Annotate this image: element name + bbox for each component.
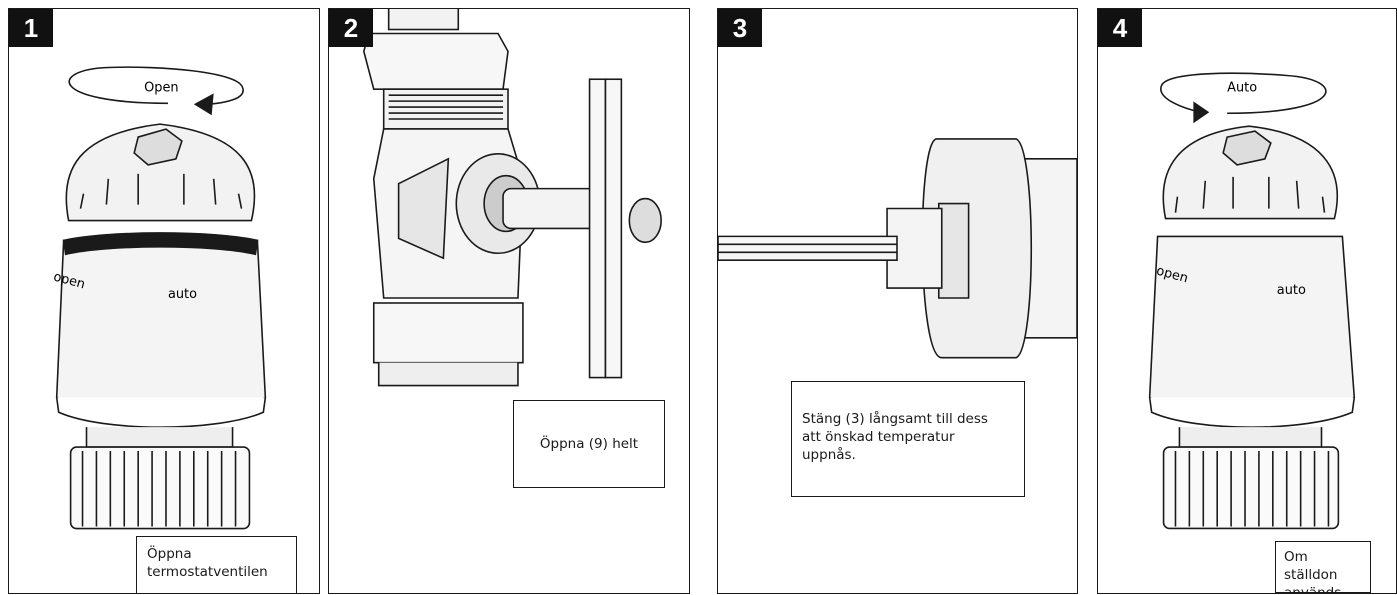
caption-line: Stäng (3) långsamt till dess [802,411,988,427]
rotation-arrow [1160,72,1327,115]
step-panel-4: 4 Auto open auto Om ställdon används [1097,8,1397,594]
arrowhead-icon [193,93,214,116]
arrow-label-auto: Auto [1227,80,1257,95]
valve-with-key-illustration [362,9,662,387]
thermostat-head-auto-illustration: Auto open auto [1148,72,1356,530]
caption-line: Öppna (9) helt [539,436,639,452]
caption-box: Stäng (3) långsamt till dess att önskad … [791,381,1025,497]
caption-line: Öppna [147,546,192,562]
step-number-badge: 2 [329,9,373,47]
dial-label-auto: auto [168,287,197,302]
step-panel-3: 3 Stäng (3) långsamt till dess att önska… [717,8,1078,594]
caption-line: uppnås. [802,447,856,463]
arrow-label-open: Open [144,80,178,95]
step-panel-2: 2 Öppna (9) helt [328,8,690,594]
caption-box: Om ställdon används [1275,541,1371,593]
arrowhead-icon [1193,101,1210,124]
caption-box: Öppna termostatventilen [136,536,297,593]
caption-line: används [1284,585,1342,594]
caption-line: termostatventilen [147,564,268,580]
caption-box: Öppna (9) helt [513,400,665,488]
step-number-badge: 1 [9,9,53,47]
caption-line: att önskad temperatur [802,429,955,445]
caption-line: Om ställdon [1284,549,1338,583]
step-number-badge: 4 [1098,9,1142,47]
thermostat-head-open-illustration: Open open auto [52,66,267,530]
rotation-arrow [68,66,244,106]
step-panel-1: 1 Open open auto Öppna termostatventilen [8,8,320,594]
dial-label-auto: auto [1277,283,1306,298]
screwdriver-adjust-illustration [718,138,1077,359]
step-number-badge: 3 [718,9,762,47]
